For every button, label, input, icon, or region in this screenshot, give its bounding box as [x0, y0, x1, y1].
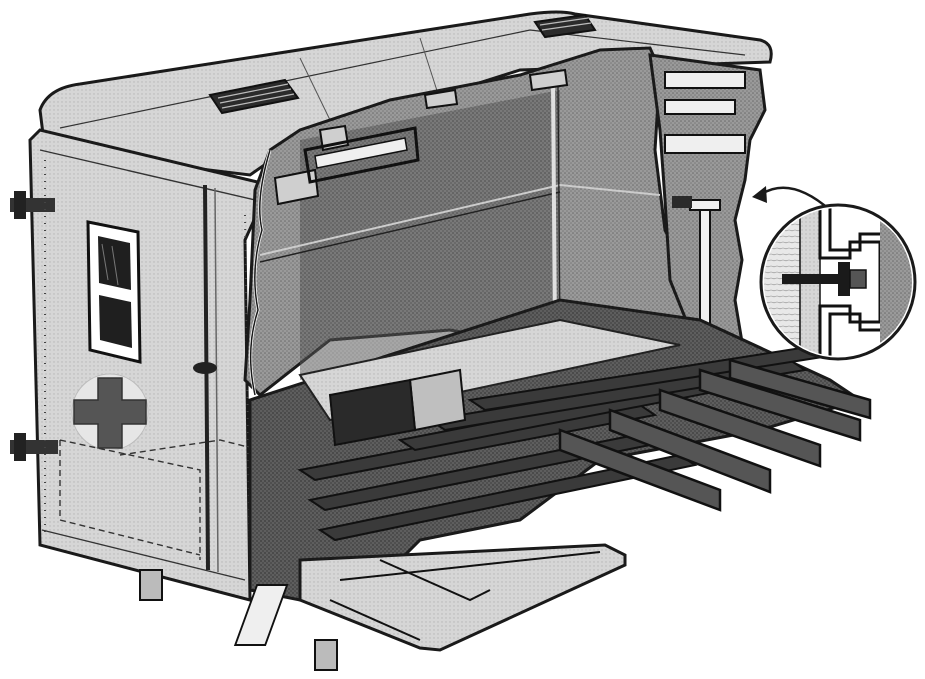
- roof-rib: [273, 68, 569, 206]
- side-window: [86, 220, 142, 364]
- base-frame: [139, 543, 627, 671]
- roof-vent-front: [208, 78, 300, 115]
- red-cross-emblem-icon: [71, 373, 149, 451]
- door-hinge-lower: [10, 433, 58, 461]
- sill-channels: [558, 358, 872, 512]
- rear-wall-section: [648, 53, 767, 362]
- door-handle: [193, 362, 217, 374]
- door-hinge-upper: [10, 191, 55, 219]
- wheel-housing: [328, 368, 467, 447]
- floor-crossmembers: [297, 343, 838, 542]
- joint-detail-inset-icon: [759, 203, 917, 361]
- roof-vent-rear: [533, 13, 597, 39]
- front-wall: [10, 128, 341, 602]
- curved-arrow-icon: [752, 186, 831, 211]
